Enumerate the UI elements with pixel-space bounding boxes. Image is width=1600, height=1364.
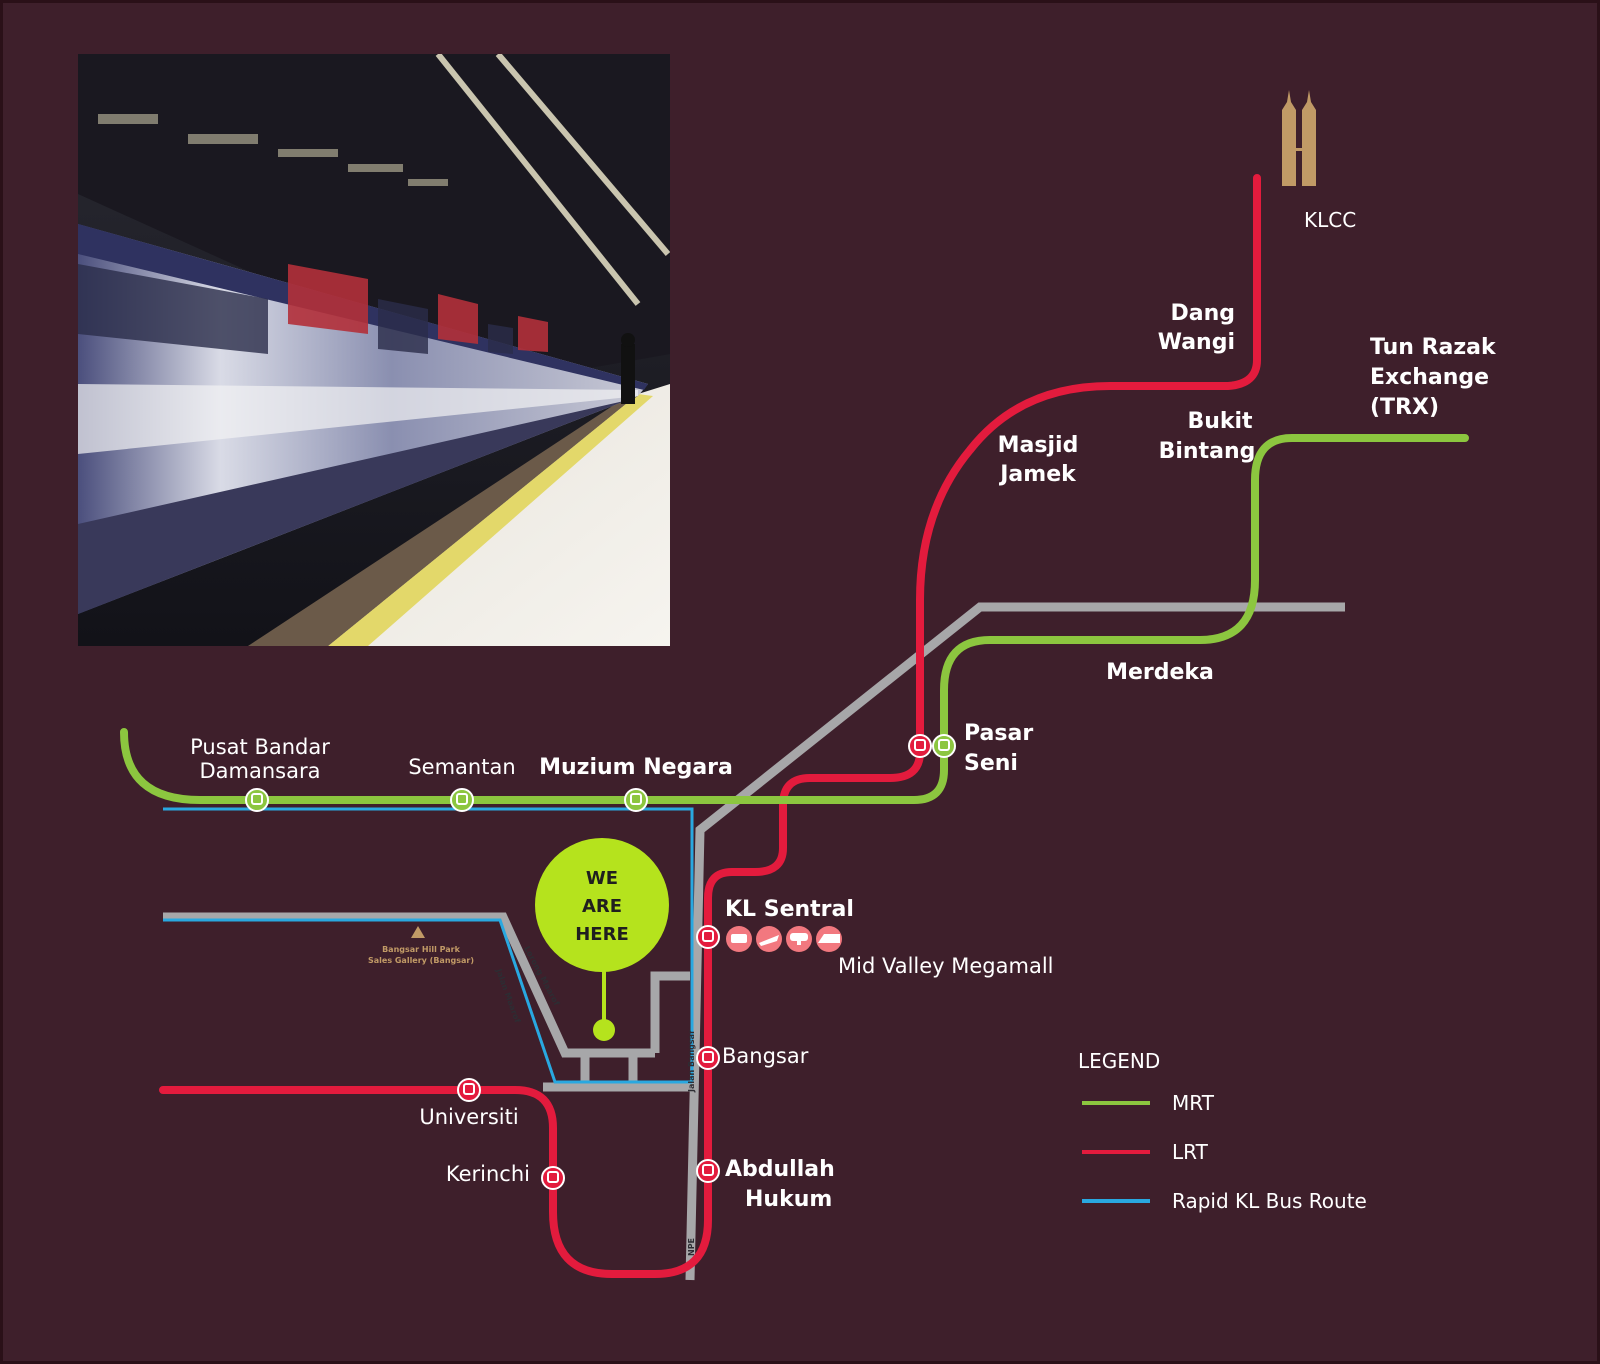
label-mid-valley: Mid Valley Megamall bbox=[838, 954, 1054, 978]
label-masjid-jamek-2: Jamek bbox=[998, 462, 1077, 487]
legend-label: LRT bbox=[1172, 1140, 1209, 1164]
mrt-line bbox=[120, 434, 1469, 804]
train-icon bbox=[251, 793, 263, 805]
street-jalan-bangsar: Jalan Bangsar bbox=[687, 1030, 696, 1093]
label-pusat-bandar-2: Damansara bbox=[200, 759, 321, 783]
landmark-label-line-2: Sales Gallery (Bangsar) bbox=[368, 956, 474, 965]
train-photo-illustration bbox=[78, 54, 670, 646]
label-semantan: Semantan bbox=[408, 755, 515, 779]
label-abdullah-hukum-1: Abdullah bbox=[725, 1157, 835, 1182]
label-dang-wangi-1: Dang bbox=[1170, 301, 1235, 326]
station-kerinchi bbox=[541, 1166, 565, 1190]
landmark-bangsar-hill-park: Bangsar Hill Park Sales Gallery (Bangsar… bbox=[368, 926, 474, 965]
label-trx-2: Exchange bbox=[1370, 365, 1489, 390]
passenger-silhouette bbox=[621, 344, 635, 404]
label-bangsar: Bangsar bbox=[722, 1044, 809, 1068]
train-icon bbox=[938, 739, 950, 751]
mrt-path bbox=[120, 434, 1469, 804]
train-icon bbox=[702, 1164, 714, 1176]
station-pasar-seni-lrt bbox=[908, 734, 932, 758]
bus-icon bbox=[726, 926, 752, 952]
lrt-path bbox=[159, 174, 1261, 1278]
label-bukit-bintang-1: Bukit bbox=[1187, 409, 1253, 434]
label-dang-wangi-2: Wangi bbox=[1158, 330, 1235, 355]
legend-label: Rapid KL Bus Route bbox=[1172, 1189, 1367, 1213]
label-muzium-negara: Muzium Negara bbox=[539, 755, 733, 780]
we-are-here-line-3: HERE bbox=[575, 924, 629, 945]
we-are-here-line-2: ARE bbox=[582, 896, 622, 917]
we-are-here-line-1: WE bbox=[586, 868, 618, 889]
petronas-towers-icon bbox=[1282, 90, 1316, 186]
train-icon bbox=[702, 1051, 714, 1063]
station-muzium-negara bbox=[624, 788, 648, 812]
road-lorong-maarof bbox=[163, 912, 655, 1058]
station-kl-sentral bbox=[696, 925, 720, 949]
station-pasar-seni-mrt bbox=[932, 734, 956, 758]
triangle-icon bbox=[411, 926, 425, 938]
train-icon bbox=[463, 1083, 475, 1095]
rapid-kl-bus-route bbox=[163, 807, 694, 1084]
train-icon bbox=[456, 793, 468, 805]
label-kl-sentral: KL Sentral bbox=[725, 897, 854, 922]
station-semantan bbox=[450, 788, 474, 812]
lrt-line bbox=[159, 174, 1261, 1278]
station-universiti bbox=[457, 1078, 481, 1102]
airport-train-icon bbox=[756, 926, 782, 952]
train-icon bbox=[547, 1171, 559, 1183]
we-are-here-marker: WE ARE HERE bbox=[535, 838, 669, 1041]
train-icon bbox=[702, 930, 714, 942]
label-klcc: KLCC bbox=[1304, 208, 1356, 232]
monorail-icon bbox=[786, 926, 812, 952]
station-pusat-bandar bbox=[245, 788, 269, 812]
station-markers bbox=[245, 734, 956, 1190]
label-trx-3: (TRX) bbox=[1370, 395, 1439, 420]
train-icon bbox=[630, 793, 642, 805]
station-abdullah-hukum bbox=[696, 1159, 720, 1183]
legend-label: MRT bbox=[1172, 1091, 1215, 1115]
intercity-train-icon bbox=[816, 926, 842, 952]
label-pasar-seni-1: Pasar bbox=[964, 721, 1033, 746]
legend-title: LEGEND bbox=[1078, 1049, 1160, 1073]
legend: LEGEND MRT LRT Rapid KL Bus Route bbox=[1078, 1049, 1367, 1213]
label-trx-1: Tun Razak bbox=[1370, 335, 1497, 360]
legend-items: MRT LRT Rapid KL Bus Route bbox=[1082, 1091, 1367, 1213]
train-icon bbox=[914, 739, 926, 751]
road-access bbox=[650, 971, 690, 1053]
train-platform-photo bbox=[78, 54, 670, 646]
label-merdeka: Merdeka bbox=[1106, 660, 1214, 685]
label-bukit-bintang-2: Bintang bbox=[1159, 439, 1256, 464]
kl-sentral-services bbox=[726, 926, 842, 952]
label-universiti: Universiti bbox=[419, 1105, 518, 1129]
label-abdullah-hukum-2: Hukum bbox=[745, 1187, 832, 1212]
road-major bbox=[685, 602, 1345, 1281]
label-pasar-seni-2: Seni bbox=[964, 751, 1018, 776]
label-pusat-bandar-1: Pusat Bandar bbox=[190, 735, 330, 759]
label-kerinchi: Kerinchi bbox=[446, 1162, 530, 1186]
street-npe: NPE bbox=[687, 1238, 696, 1256]
station-bangsar bbox=[696, 1046, 720, 1070]
label-masjid-jamek-1: Masjid bbox=[998, 433, 1079, 458]
landmark-label-line-1: Bangsar Hill Park bbox=[382, 945, 461, 954]
